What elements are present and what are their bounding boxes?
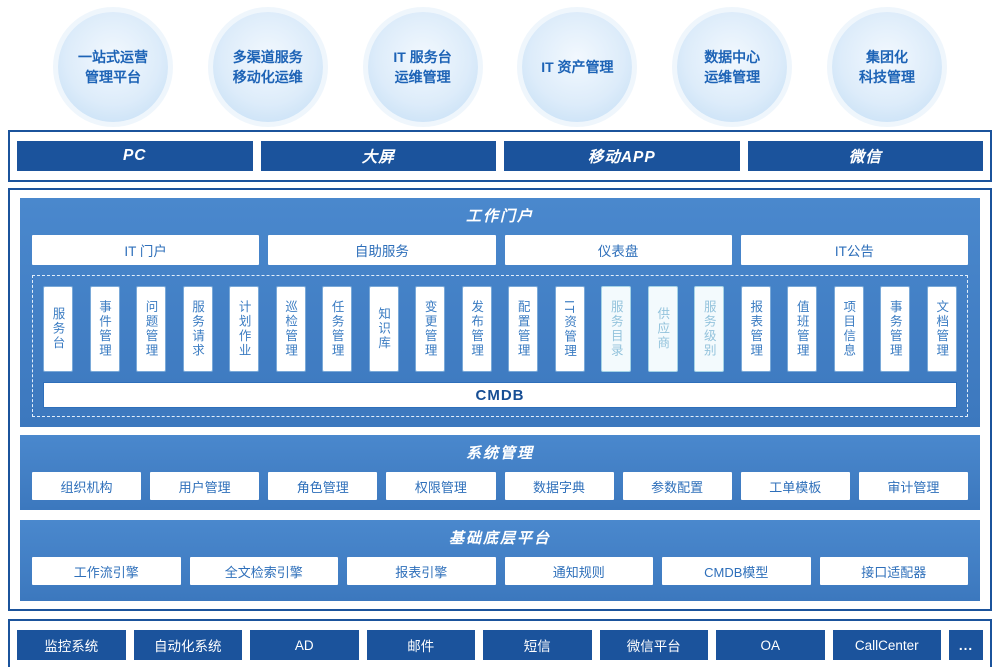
section-title-system-management: 系统管理 xyxy=(465,445,534,462)
integration-bar: 监控系统 自动化系统 AD 邮件 短信 微信平台 OA CallCenter .… xyxy=(8,619,992,667)
module-task-mgmt: 任务管理 xyxy=(322,286,353,372)
module-it-asset-mgmt: IT资管理 xyxy=(554,286,585,372)
integration-ad: AD xyxy=(250,630,359,660)
integration-monitoring-system: 监控系统 xyxy=(17,630,126,660)
platform-report-engine: 报表引擎 xyxy=(347,557,496,585)
system-management-section: 系统管理 组织机构 用户管理 角色管理 权限管理 数据字典 参数配置 工单模板 … xyxy=(20,435,980,510)
module-config-mgmt: 配置管理 xyxy=(508,286,539,372)
module-report-mgmt: 报表管理 xyxy=(740,286,771,372)
system-user-mgmt: 用户管理 xyxy=(150,472,260,500)
integration-wechat-platform: 微信平台 xyxy=(599,630,708,660)
platform-fulltext-search-engine: 全文检索引擎 xyxy=(189,557,338,585)
itsm-modules-row: 服务台 事件管理 问题管理 服务请求 计划作业 巡检管理 任务管理 知识库 变更… xyxy=(43,286,957,372)
module-knowledge-base: 知识库 xyxy=(368,286,399,372)
bubble-it-service-desk-ops: IT 服务台 运维管理 xyxy=(367,12,478,122)
itsm-modules-panel: 服务台 事件管理 问题管理 服务请求 计划作业 巡检管理 任务管理 知识库 变更… xyxy=(32,275,968,417)
channel-bar: PC 大屏 移动APP 微信 xyxy=(8,130,992,182)
system-parameter-config: 参数配置 xyxy=(622,472,732,500)
integration-sms: 短信 xyxy=(483,630,592,660)
work-portal-section: 工作门户 IT 门户 自助服务 仪表盘 IT公告 服务台 事件管理 问题管理 服… xyxy=(20,198,980,427)
bubble-it-asset-management: IT 资产管理 xyxy=(522,12,633,122)
module-supplier: 供应商 xyxy=(647,286,678,372)
module-change-mgmt: 变更管理 xyxy=(415,286,446,372)
system-role-mgmt: 角色管理 xyxy=(268,472,378,500)
module-affair-mgmt: 事务管理 xyxy=(880,286,911,372)
section-title-work-portal: 工作门户 xyxy=(465,208,534,225)
platform-notification-rules: 通知规则 xyxy=(504,557,653,585)
integration-more-ellipsis: ... xyxy=(949,630,983,660)
system-ticket-template: 工单模板 xyxy=(740,472,850,500)
system-data-dictionary: 数据字典 xyxy=(504,472,614,500)
platform-container: 工作门户 IT 门户 自助服务 仪表盘 IT公告 服务台 事件管理 问题管理 服… xyxy=(8,188,992,611)
portal-buttons-row: IT 门户 自助服务 仪表盘 IT公告 xyxy=(32,235,968,265)
module-problem-mgmt: 问题管理 xyxy=(136,286,167,372)
system-organization: 组织机构 xyxy=(32,472,142,500)
section-title-base-platform: 基础底层平台 xyxy=(448,530,551,547)
module-inspection-mgmt: 巡检管理 xyxy=(275,286,306,372)
cmdb-bar: CMDB xyxy=(43,382,957,408)
module-project-info: 项目信息 xyxy=(833,286,864,372)
platform-cmdb-model: CMDB模型 xyxy=(662,557,811,585)
channel-wechat: 微信 xyxy=(747,141,983,171)
module-service-request: 服务请求 xyxy=(182,286,213,372)
platform-buttons-row: 工作流引擎 全文检索引擎 报表引擎 通知规则 CMDB模型 接口适配器 xyxy=(32,557,968,585)
bubble-multichannel-mobile-ops: 多渠道服务 移动化运维 xyxy=(212,12,323,122)
module-duty-mgmt: 值班管理 xyxy=(787,286,818,372)
module-planned-job: 计划作业 xyxy=(229,286,260,372)
channel-mobile-app: 移动APP xyxy=(504,141,740,171)
bubble-one-stop-operation: 一站式运营 管理平台 xyxy=(58,12,168,122)
scenario-bubbles-row: 一站式运营 管理平台 多渠道服务 移动化运维 IT 服务台 运维管理 IT 资产… xyxy=(0,8,1000,126)
integration-callcenter: CallCenter xyxy=(832,630,941,660)
system-audit-mgmt: 审计管理 xyxy=(858,472,968,500)
module-service-catalog: 服务目录 xyxy=(601,286,632,372)
integration-email: 邮件 xyxy=(366,630,475,660)
module-incident-mgmt: 事件管理 xyxy=(89,286,120,372)
portal-dashboard: 仪表盘 xyxy=(504,235,732,265)
portal-self-service: 自助服务 xyxy=(268,235,496,265)
integration-automation-system: 自动化系统 xyxy=(133,630,242,660)
portal-it-portal: IT 门户 xyxy=(32,235,260,265)
module-release-mgmt: 发布管理 xyxy=(461,286,492,372)
module-document-mgmt: 文档管理 xyxy=(926,286,957,372)
integration-oa: OA xyxy=(716,630,825,660)
base-platform-section: 基础底层平台 工作流引擎 全文检索引擎 报表引擎 通知规则 CMDB模型 接口适… xyxy=(20,520,980,601)
platform-interface-adapter: 接口适配器 xyxy=(819,557,968,585)
channel-big-screen: 大屏 xyxy=(260,141,496,171)
platform-workflow-engine: 工作流引擎 xyxy=(32,557,181,585)
bubble-datacenter-ops: 数据中心 运维管理 xyxy=(677,12,788,122)
module-service-level: 服务级别 xyxy=(694,286,725,372)
system-permission-mgmt: 权限管理 xyxy=(386,472,496,500)
bubble-group-tech-management: 集团化 科技管理 xyxy=(831,12,942,122)
module-service-desk: 服务台 xyxy=(43,286,73,372)
channel-pc: PC xyxy=(17,141,253,171)
portal-it-announcement: IT公告 xyxy=(740,235,968,265)
system-buttons-row: 组织机构 用户管理 角色管理 权限管理 数据字典 参数配置 工单模板 审计管理 xyxy=(32,472,968,500)
